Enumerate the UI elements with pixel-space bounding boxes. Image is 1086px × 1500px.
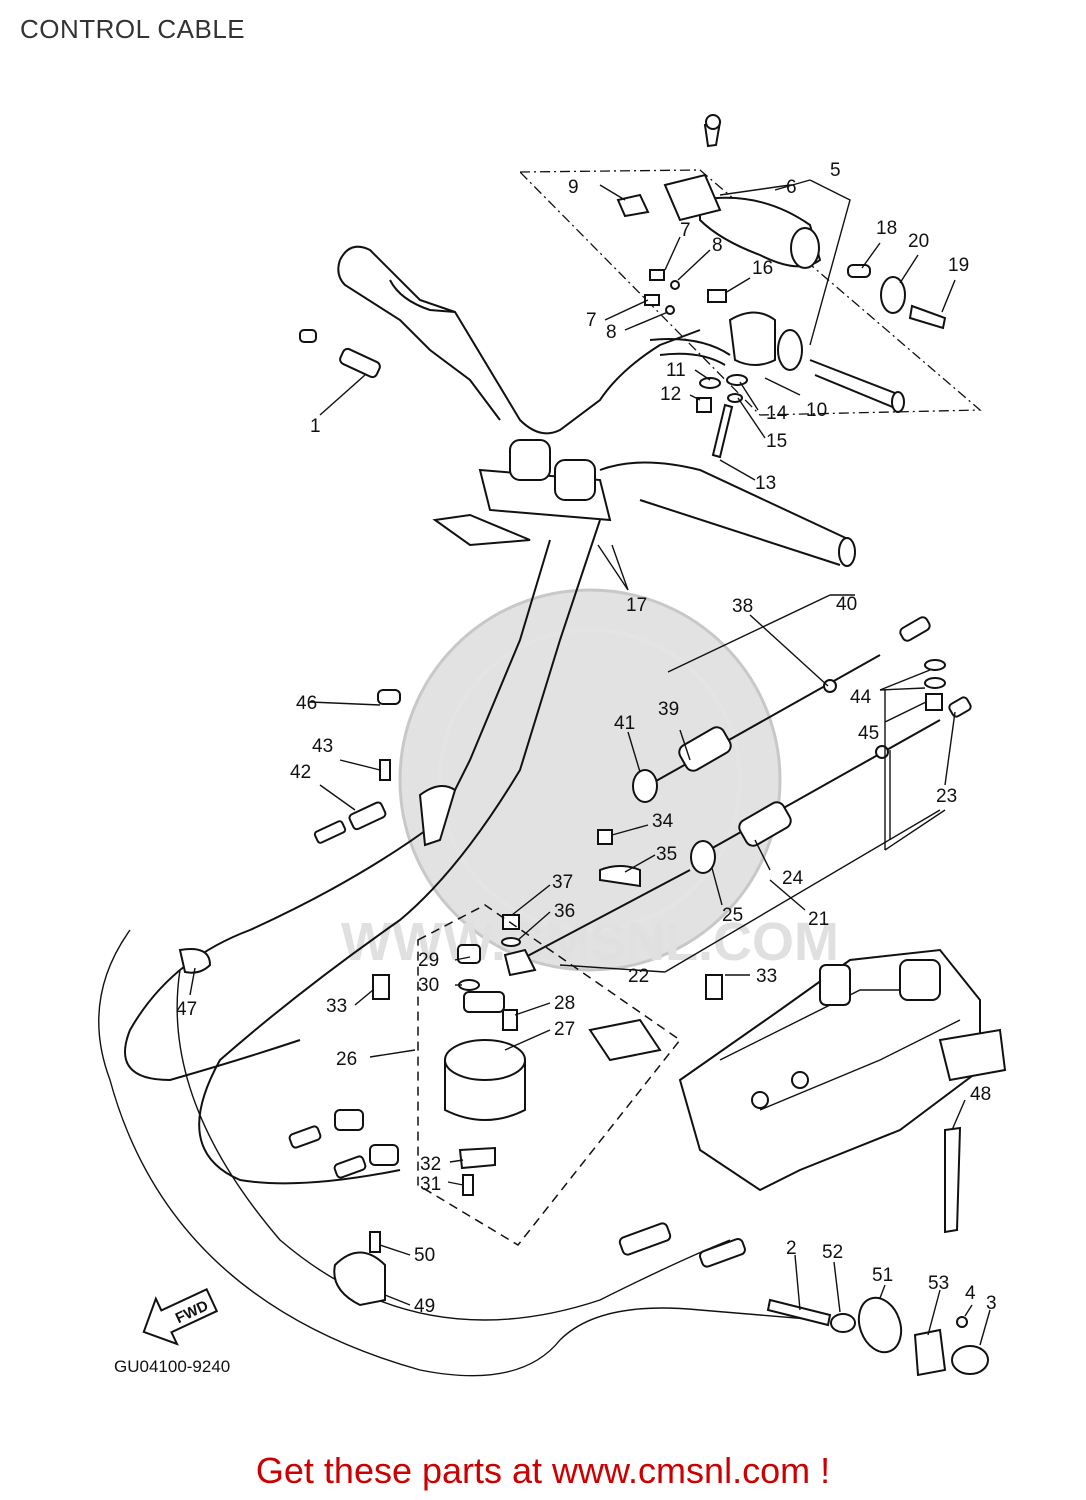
callout-21: 21: [808, 909, 829, 930]
footer-link[interactable]: Get these parts at www.cmsnl.com !: [255, 1450, 831, 1491]
callout-38: 38: [732, 596, 753, 617]
bottom-parts: [333, 1222, 989, 1377]
callout-53: 53: [928, 1273, 949, 1294]
callout-44: 44: [850, 687, 872, 708]
callout-16: 16: [752, 258, 773, 279]
callout-52: 52: [822, 1242, 843, 1263]
callout-36: 36: [554, 901, 575, 922]
engine-block: [678, 948, 1007, 1234]
callout-22: 22: [628, 966, 649, 987]
right-cable-assemblies: [501, 616, 972, 977]
callout-28: 28: [554, 993, 575, 1014]
callout-7: 7: [680, 220, 691, 241]
callout-20: 20: [908, 231, 929, 252]
handlebar: [337, 245, 856, 567]
throttle-assembly: [518, 114, 982, 459]
callout-6: 6: [786, 177, 797, 198]
callout-8b: 8: [606, 322, 617, 343]
callout-25: 25: [722, 905, 743, 926]
forward-arrow-icon: FWD: [142, 1288, 219, 1346]
callout-51: 51: [872, 1265, 893, 1286]
diagram-code: GU04100-9240: [114, 1357, 230, 1376]
callout-35: 35: [656, 844, 677, 865]
callout-30: 30: [418, 975, 439, 996]
callout-14: 14: [766, 403, 788, 424]
callout-42: 42: [290, 762, 311, 783]
callout-19: 19: [948, 255, 969, 276]
callout-34: 34: [652, 811, 674, 832]
callout-10: 10: [806, 400, 827, 421]
callout-40: 40: [836, 594, 857, 615]
callout-17: 17: [626, 595, 647, 616]
callout-11: 11: [666, 360, 686, 381]
callout-1: 1: [310, 416, 321, 437]
callout-24: 24: [782, 868, 804, 889]
callout-15: 15: [766, 431, 787, 452]
callout-9: 9: [568, 177, 579, 198]
callout-18: 18: [876, 218, 897, 239]
long-cables: [98, 329, 821, 1377]
page-title: CONTROL CABLE: [20, 14, 246, 44]
callouts: 1 2 3 4 5 6 7 8 9 10 11 12 13 14 15 16 1…: [176, 160, 997, 1317]
callout-41: 41: [614, 713, 635, 734]
callout-48: 48: [970, 1084, 991, 1105]
callout-2: 2: [786, 1238, 797, 1259]
callout-23: 23: [936, 786, 957, 807]
callout-4: 4: [965, 1283, 976, 1304]
callout-49: 49: [414, 1296, 435, 1317]
callout-3: 3: [986, 1293, 997, 1314]
callout-7b: 7: [586, 310, 597, 331]
callout-8: 8: [712, 235, 723, 256]
callout-12: 12: [660, 384, 681, 405]
callout-5: 5: [830, 160, 841, 181]
callout-45: 45: [858, 723, 879, 744]
callout-29: 29: [418, 950, 439, 971]
callout-46: 46: [296, 693, 317, 714]
callout-39: 39: [658, 699, 679, 720]
callout-27: 27: [554, 1019, 575, 1040]
callout-26: 26: [336, 1049, 357, 1070]
callout-33b: 33: [756, 966, 777, 987]
leader-lines: [189, 179, 991, 1346]
watermark: WWW.CMSNL.COM: [341, 588, 839, 972]
callout-13: 13: [755, 473, 776, 494]
callout-31: 31: [420, 1174, 441, 1195]
callout-37: 37: [552, 872, 573, 893]
callout-47: 47: [176, 999, 197, 1020]
callout-33: 33: [326, 996, 347, 1017]
callout-32: 32: [420, 1154, 441, 1175]
callout-43: 43: [312, 736, 333, 757]
watermark-text: WWW.CMSNL.COM: [341, 912, 839, 972]
callout-50: 50: [414, 1245, 435, 1266]
